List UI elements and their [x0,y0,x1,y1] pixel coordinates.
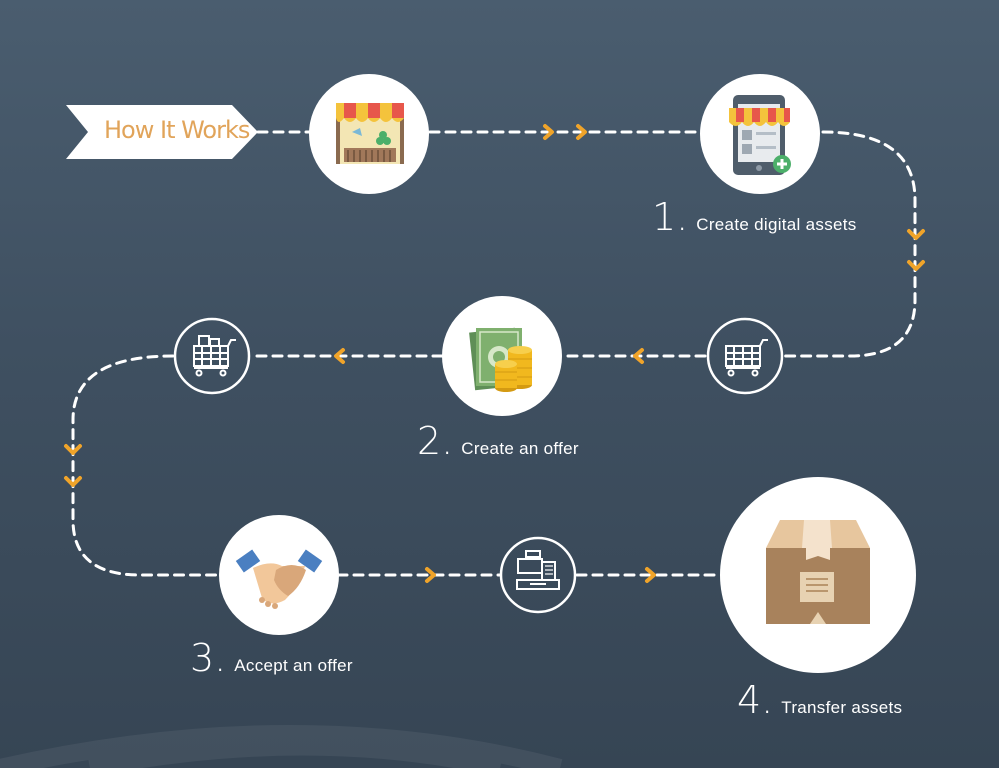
cash-register-icon [516,550,560,590]
shopping-cart-icon [725,339,768,377]
shopping-cart-node-right [706,317,784,395]
connector-path [71,130,917,577]
chevron-right-icon [543,124,554,140]
how-it-works-title: How It Works [104,116,250,144]
money-coins-icon [469,327,532,392]
money-node [442,296,562,416]
mobile-store-icon [729,95,791,175]
package-node [720,477,916,673]
chevron-down-icon [64,444,82,455]
step-1-text: Create digital assets [696,215,857,234]
how-it-works-banner [66,105,258,159]
background-decoration [0,725,563,768]
mobile-store-node [700,74,820,194]
chevron-left-icon [633,348,644,364]
chevron-right-icon [645,567,656,583]
step-1-label: 1. Create digital assets [652,195,857,239]
step-4-number: 4. [737,678,774,722]
step-4-label: 4. Transfer assets [737,678,902,722]
step-1-number: 1. [652,195,689,239]
step-3-text: Accept an offer [234,656,353,675]
handshake-node [219,515,339,635]
package-box-icon [766,520,870,624]
handshake-icon [235,549,323,609]
step-3-number: 3. [190,636,227,680]
market-stall-icon [336,103,404,164]
shopping-cart-icon [193,335,236,377]
step-2-number: 2. [417,419,454,463]
cash-register-node [499,536,577,614]
shopping-cart-node-left [173,317,251,395]
chevron-left-icon [334,348,345,364]
step-4-text: Transfer assets [781,698,903,717]
step-3-label: 3. Accept an offer [190,636,353,680]
step-2-text: Create an offer [461,439,579,458]
chevron-right-icon [576,124,587,140]
step-2-label: 2. Create an offer [417,419,579,463]
chevron-down-icon [907,260,925,271]
market-stall-node [309,74,429,194]
direction-chevrons [64,124,925,583]
chevron-down-icon [907,229,925,240]
chevron-right-icon [425,567,436,583]
chevron-down-icon [64,476,82,487]
